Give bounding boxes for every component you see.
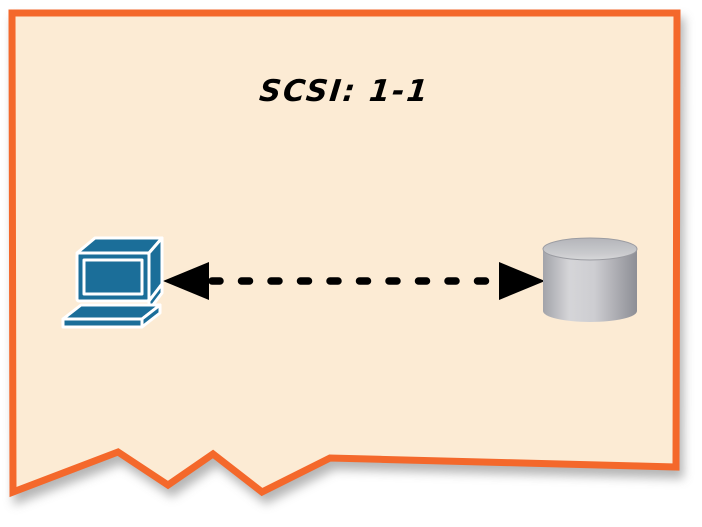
keyboard-front-face <box>61 317 144 329</box>
disk-cylinder-icon <box>542 237 638 322</box>
keyboard-side-face <box>140 303 162 329</box>
cylinder-top <box>542 237 638 261</box>
arrowhead-right-icon <box>499 262 545 300</box>
monitor-screen <box>82 258 144 296</box>
note-paper-shape <box>8 9 681 498</box>
scsi-link-arrow <box>163 262 545 300</box>
workstation-icon <box>61 236 164 329</box>
arrowhead-left-icon <box>163 262 209 300</box>
